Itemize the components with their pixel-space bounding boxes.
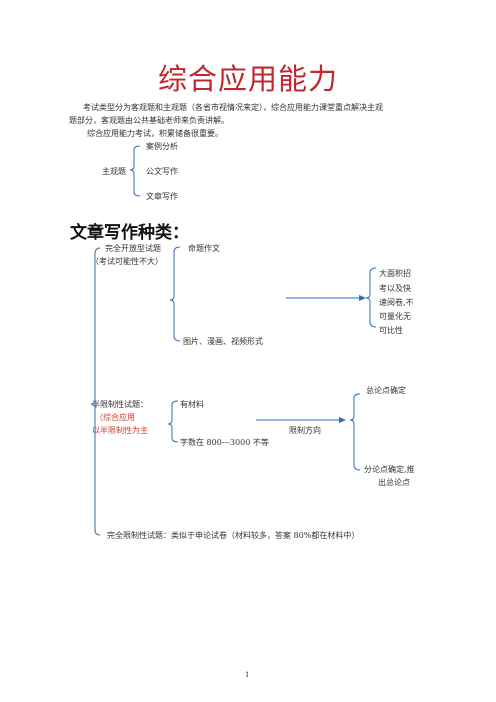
types-main-bracket bbox=[90, 247, 101, 536]
open-box-line: 大面积招 bbox=[379, 269, 411, 278]
semi-item-material: 有材料 bbox=[180, 400, 204, 409]
page-number: 1 bbox=[245, 671, 250, 679]
open-box-line: 可量化无 bbox=[379, 312, 411, 321]
open-box-bracket bbox=[365, 267, 377, 328]
section-heading: 文章写作种类： bbox=[70, 223, 189, 243]
open-box-line: 可比性 bbox=[379, 326, 403, 335]
semi-right-sub-thesis-1: 分论点确定,推 bbox=[364, 465, 415, 474]
semi-type-bracket bbox=[167, 400, 179, 443]
semi-right-bracket bbox=[349, 393, 361, 471]
open-type-bracket bbox=[169, 246, 181, 342]
intro-line-1: 考试类型分为客观题和主观题（各省市视情况来定），综合应用能力课堂重点解决主观 bbox=[83, 103, 383, 112]
intro-line-3: 综合应用能力考试，积累储备很重要。 bbox=[87, 129, 223, 138]
open-type-label: 完全开放型试题 bbox=[105, 244, 161, 253]
subjective-item-article: 文章写作 bbox=[146, 192, 178, 201]
arrowhead-open bbox=[359, 295, 366, 301]
full-type-label: 完全限制性试题：类似于申论试卷（材料较多，答案 80%都在材料中） bbox=[107, 531, 360, 540]
semi-right-main-thesis: 总论点确定 bbox=[366, 386, 406, 395]
open-box-line: 考以及快 bbox=[379, 284, 411, 293]
open-item-essay: 命题作文 bbox=[188, 244, 220, 253]
open-box-line: 速阅卷,不 bbox=[379, 298, 414, 307]
semi-type-note-1: （综合应用 bbox=[95, 413, 135, 422]
intro-line-2: 题部分，客观题由公共基础老师来负责讲解。 bbox=[69, 116, 229, 125]
semi-item-wordcount: 字数在 800---3000 不等 bbox=[180, 438, 269, 447]
subjective-label: 主观题 bbox=[102, 167, 126, 176]
open-item-picture: 图片、漫画、视频形式 bbox=[183, 337, 263, 346]
semi-type-label: 半限制性试题： bbox=[92, 400, 148, 409]
subjective-item-document: 公文写作 bbox=[146, 167, 178, 176]
semi-type-note-2: 以半限制性为主 bbox=[92, 426, 148, 435]
semi-right-sub-thesis-2: 出总论点 bbox=[378, 478, 410, 487]
semi-mid-direction: 限制方向 bbox=[289, 426, 321, 435]
page-title: 综合应用能力 bbox=[157, 62, 338, 96]
arrowhead-semi bbox=[339, 417, 346, 423]
subjective-item-case: 案例分析 bbox=[146, 142, 178, 151]
open-type-note: （考试可能性不大） bbox=[91, 257, 163, 266]
subjective-bracket bbox=[129, 145, 141, 197]
